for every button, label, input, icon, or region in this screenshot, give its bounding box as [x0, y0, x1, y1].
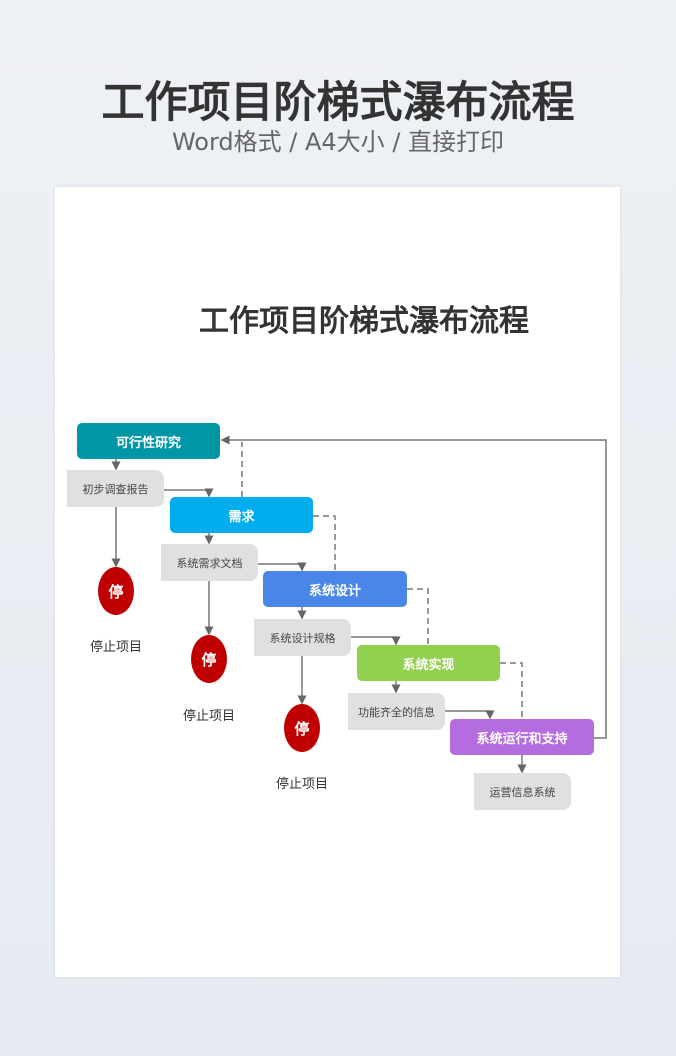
stop-label: 停止项目 — [182, 709, 235, 724]
output-document: 系统设计规格 — [254, 619, 351, 656]
page-heading: 工作项目阶梯式瀑布流程 — [101, 78, 575, 128]
page-subtitle: Word格式 / A4大小 / 直接打印 — [171, 128, 505, 156]
output-document: 运营信息系统 — [474, 773, 571, 810]
stage-system-design: 系统设计 — [263, 571, 407, 607]
output-document: 系统需求文档 — [161, 544, 258, 581]
stop-icon: 停 — [284, 704, 320, 752]
stage-operation-support: 系统运行和支持 — [450, 719, 594, 755]
stop-label: 停止项目 — [275, 777, 328, 792]
stop-icon: 停 — [191, 635, 227, 683]
stop-icon: 停 — [98, 567, 134, 615]
output-document: 初步调查报告 — [67, 470, 164, 507]
stop-label: 停止项目 — [89, 640, 142, 655]
stage-feasibility-study: 可行性研究 — [77, 423, 220, 459]
output-document: 功能齐全的信息 — [348, 693, 445, 730]
stage-implementation: 系统实现 — [357, 645, 500, 681]
stage-requirements: 需求 — [170, 497, 313, 533]
document-title: 工作项目阶梯式瀑布流程 — [199, 304, 529, 339]
